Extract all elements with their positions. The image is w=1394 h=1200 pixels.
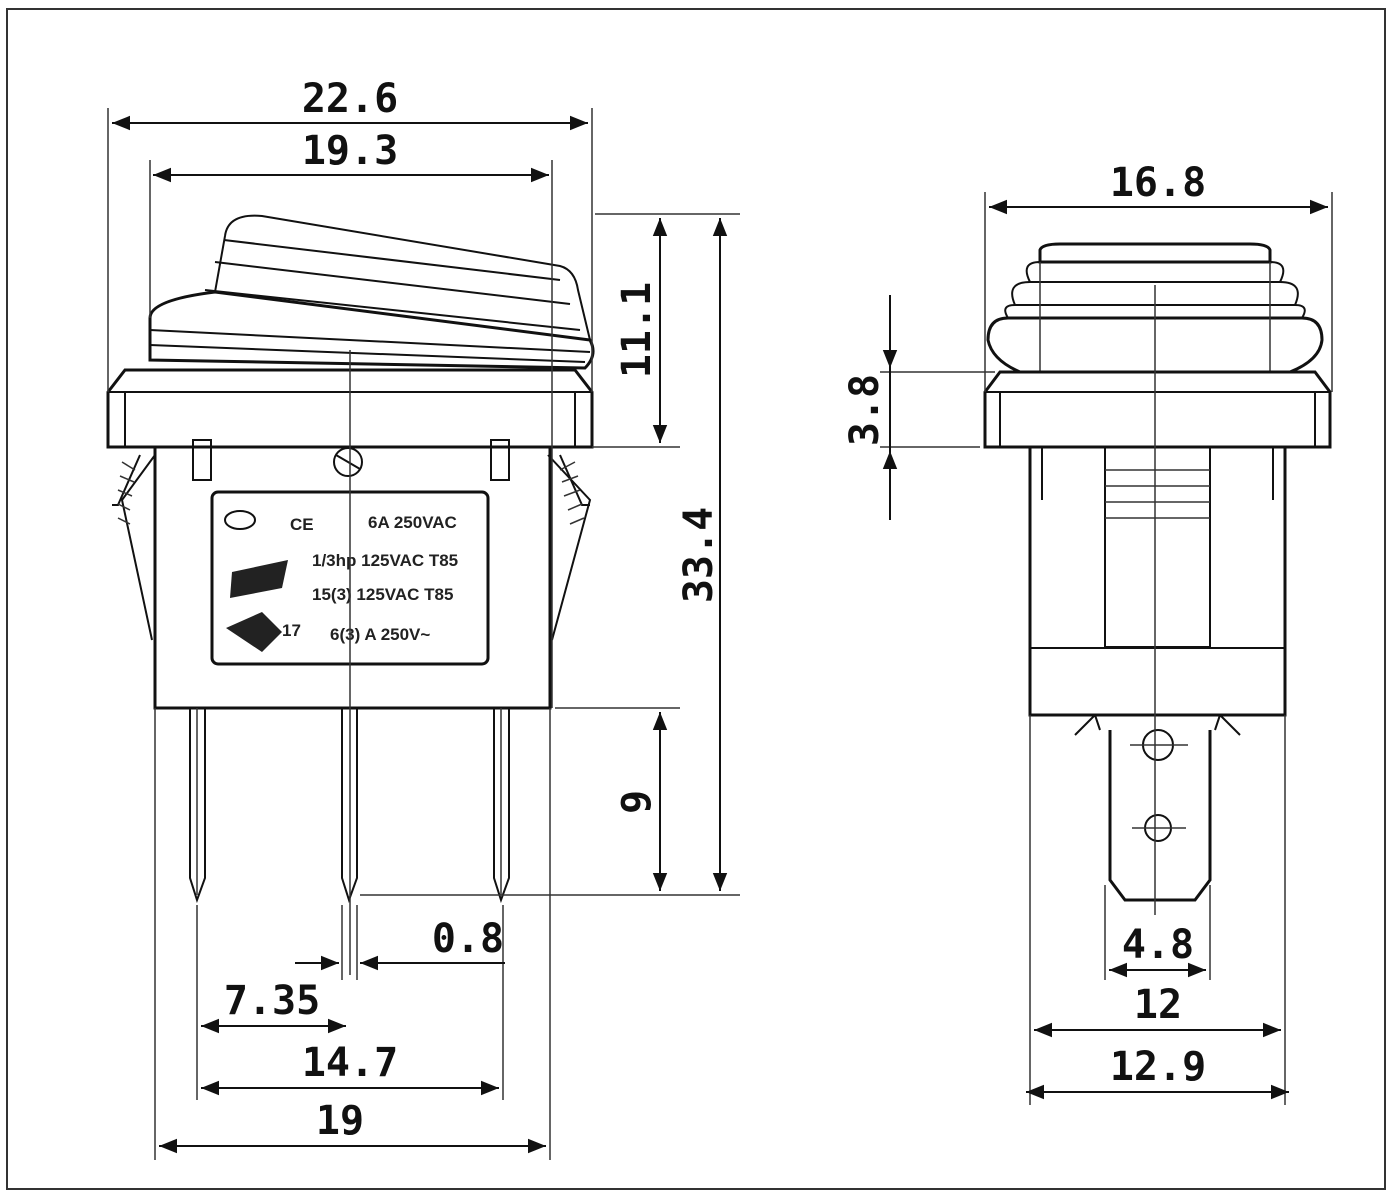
side-housing bbox=[1028, 445, 1287, 736]
side-rocker-cap bbox=[986, 242, 1324, 374]
dim-terminal-width: 4.8 bbox=[1122, 922, 1194, 968]
ce-mark: CE bbox=[290, 515, 314, 534]
rating-line-4: 6(3) A 250V~ bbox=[330, 625, 430, 644]
dim-pitch-half: 7.35 bbox=[224, 978, 320, 1024]
terminal-pins bbox=[189, 708, 510, 904]
housing bbox=[112, 439, 592, 710]
rating-line-3: 15(3) 125VAC T85 bbox=[312, 585, 453, 604]
rating-line-2: 1/3hp 125VAC T85 bbox=[312, 551, 458, 570]
dim-pin-width: 0.8 bbox=[432, 916, 504, 962]
dim-flange: 3.8 bbox=[842, 374, 888, 446]
dim-overall-width: 22.6 bbox=[302, 76, 398, 122]
quick-connect-tab bbox=[1108, 729, 1212, 902]
rocker-cap bbox=[148, 214, 595, 370]
dim-body-width: 19 bbox=[316, 1098, 364, 1144]
side-view: 16.8 3.8 4.8 12 12.9 bbox=[842, 160, 1333, 1105]
dim-pitch: 14.7 bbox=[302, 1040, 398, 1086]
dim-side-width: 16.8 bbox=[1110, 160, 1206, 206]
dim-pin-length: 9 bbox=[614, 790, 660, 814]
dim-total-height: 33.4 bbox=[676, 507, 722, 603]
dim-side-overall-body: 12.9 bbox=[1110, 1044, 1206, 1090]
mark-17: 17 bbox=[282, 621, 301, 640]
dim-rocker-height: 11.1 bbox=[614, 282, 660, 378]
front-view: CE 6A 250VAC 1/3hp 125VAC T85 15(3) 125V… bbox=[106, 76, 740, 1160]
rating-line-1: 6A 250VAC bbox=[368, 513, 457, 532]
dim-rocker-width: 19.3 bbox=[302, 128, 398, 174]
side-bezel bbox=[983, 370, 1332, 449]
dim-side-body-width: 12 bbox=[1134, 982, 1182, 1028]
